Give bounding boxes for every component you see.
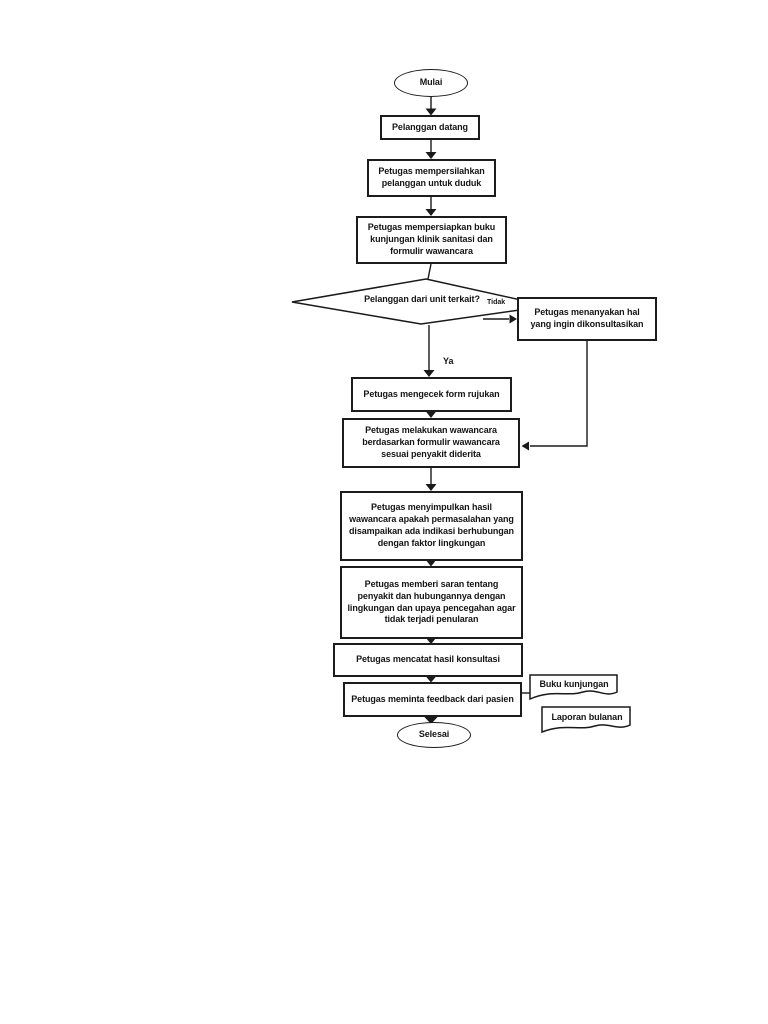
arrowhead-down-icon [425,637,437,644]
process-melakukan-wawancara: Petugas melakukan wawancara berdasarkan … [342,418,520,468]
start-terminator: Mulai [394,69,468,97]
document-shape-buku-kunjungan [529,674,618,701]
process-mempersiapkan-buku: Petugas mempersiapkan buku kunjungan kli… [356,216,507,264]
arrowheads [423,108,529,724]
decision-label: Pelanggan dari unit terkait? [364,294,480,305]
edge-label-ya: Ya [443,356,454,366]
arrowhead-down-icon [425,209,437,216]
edge-label-tidak: Tidak [487,299,506,306]
process-mengecek-form-rujukan: Petugas mengecek form rujukan [351,377,512,412]
process-memberi-saran: Petugas memberi saran tentang penyakit d… [340,566,523,639]
process-pelanggan-datang: Pelanggan datang [380,115,480,140]
process-menyimpulkan-hasil: Petugas menyimpulkan hasil wawancara apa… [340,491,523,561]
arrowhead-down-icon [425,484,437,491]
arrowhead-right-icon [509,314,517,324]
document-laporan-bulanan-label: Laporan bulanan [551,712,623,723]
arrowhead-down-icon [425,411,437,418]
arrowhead-left-icon [521,441,529,451]
document-buku-kunjungan-label: Buku kunjungan [539,679,609,690]
arrowhead-down-icon [425,152,437,159]
decision-diamond [291,278,549,325]
document-shape-laporan-bulanan [541,706,631,734]
end-terminator: Selesai [397,722,471,748]
process-mempersilahkan-duduk: Petugas mempersilahkan pelanggan untuk d… [367,159,496,197]
arrowhead-down-icon [423,715,439,724]
arrowhead-down-icon [425,108,437,116]
connector-lines [427,95,588,694]
arrowhead-down-icon [425,676,437,683]
arrowhead-down-icon [423,370,435,377]
arrowhead-down-icon [425,559,437,567]
edge-konsultasi-to-wawancara [530,341,588,447]
process-meminta-feedback: Petugas meminta feedback dari pasien [343,682,522,717]
process-mencatat-hasil: Petugas mencatat hasil konsultasi [333,643,523,677]
edge-buku-to-decision [427,263,432,280]
process-menanyakan-konsultasi: Petugas menanyakan hal yang ingin dikons… [517,297,657,341]
